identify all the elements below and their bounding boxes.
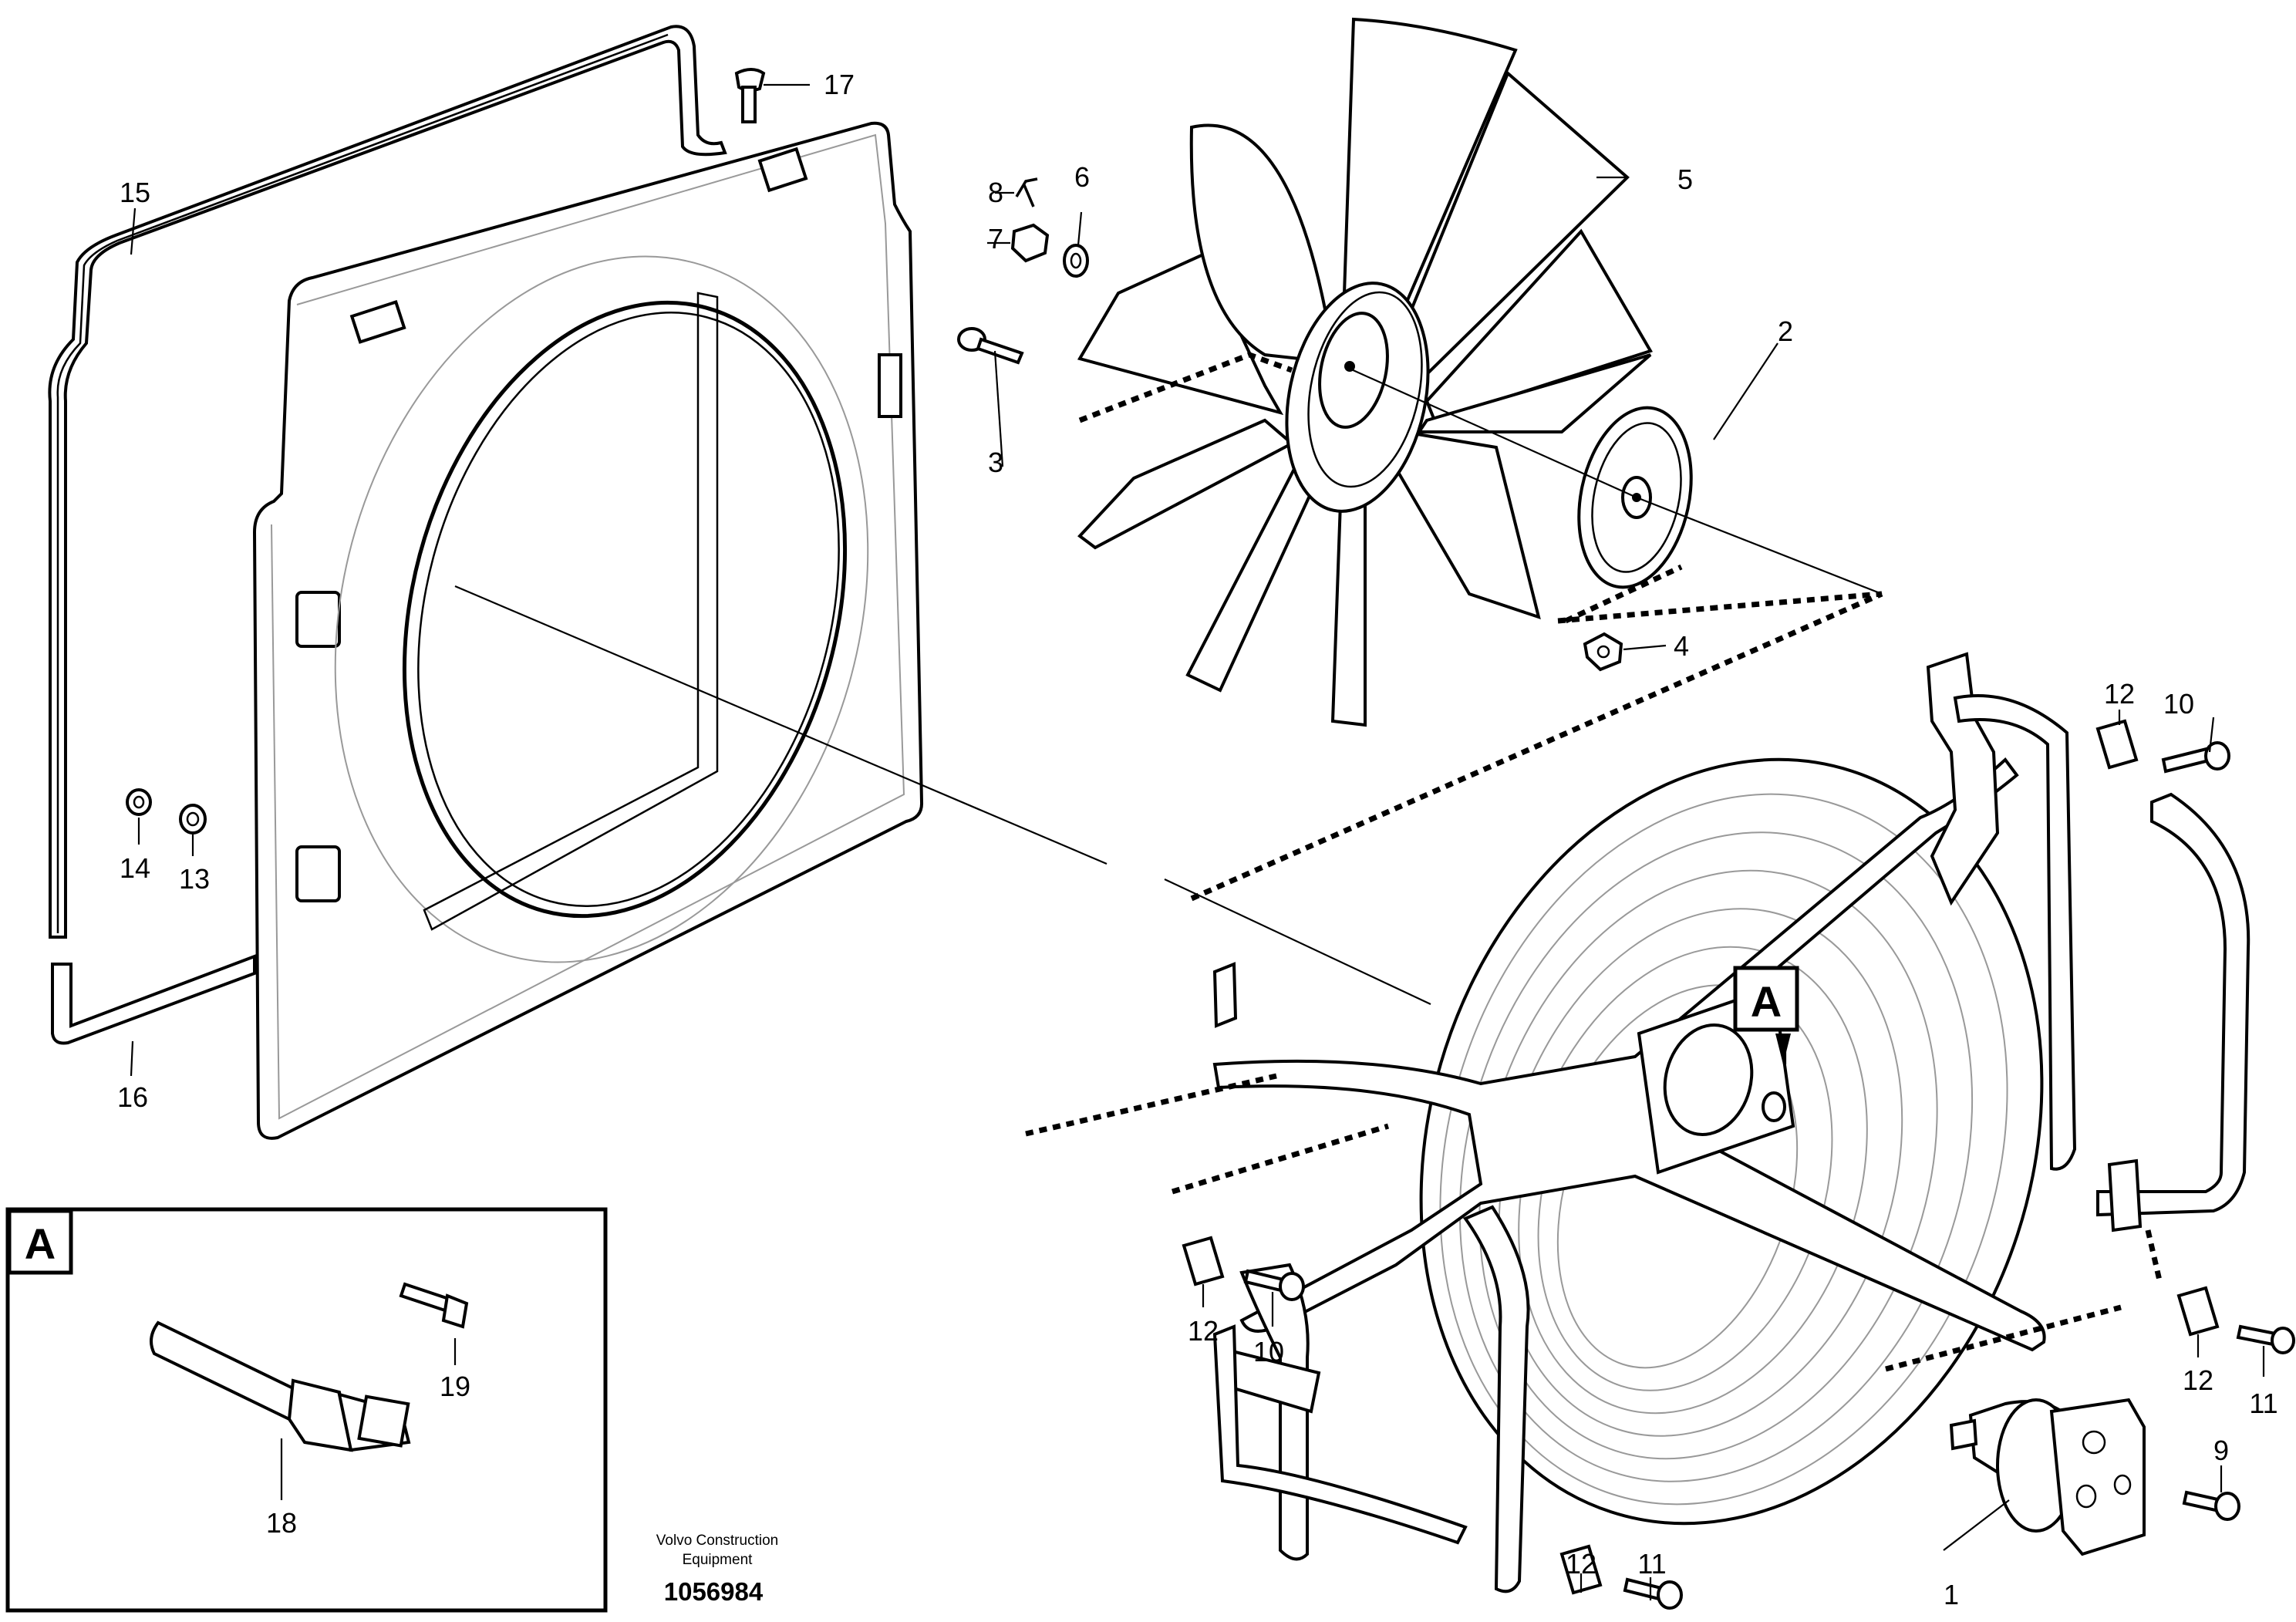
bolt-11-right — [2236, 1324, 2295, 1354]
document-number: 1056984 — [664, 1577, 764, 1606]
seal-strip-15 — [48, 25, 727, 939]
bolt-3 — [957, 327, 1024, 365]
fan-motor-1 — [1949, 1398, 2146, 1556]
fan-shroud — [252, 121, 924, 1140]
label-part-4: 4 — [1674, 630, 1689, 662]
label-part-7: 7 — [988, 223, 1003, 255]
pin-8 — [1015, 177, 1038, 207]
label-part-15: 15 — [120, 177, 150, 208]
detail-letter: A — [25, 1219, 56, 1268]
label-part-8: 8 — [988, 177, 1003, 208]
label-part-9: 9 — [2213, 1435, 2229, 1466]
callout-letter: A — [1751, 977, 1782, 1026]
washer-6 — [1063, 244, 1089, 278]
label-part-18: 18 — [266, 1507, 297, 1539]
callout-box-a: A — [1733, 966, 1799, 1064]
nut-4 — [1583, 632, 1623, 672]
credit-line-1: Volvo Construction — [656, 1533, 778, 1549]
label-part-1: 1 — [1944, 1579, 1959, 1610]
label-part-6: 6 — [1074, 161, 1090, 193]
bolt-19 — [399, 1282, 469, 1329]
washer-14 — [126, 788, 152, 816]
label-part-12-upper: 12 — [2104, 678, 2135, 710]
label-part-16: 16 — [117, 1081, 148, 1113]
label-part-10-left: 10 — [1253, 1336, 1284, 1367]
temperature-sensor-18 — [150, 1320, 411, 1452]
label-part-3: 3 — [988, 447, 1003, 478]
label-part-11-right: 11 — [2249, 1388, 2277, 1419]
label-part-13: 13 — [179, 863, 210, 895]
label-part-17: 17 — [824, 69, 855, 100]
label-part-14: 14 — [120, 852, 150, 884]
spacer-12-left — [1182, 1236, 1225, 1286]
credit-line-2: Equipment — [683, 1552, 754, 1568]
label-part-12-left: 12 — [1188, 1315, 1219, 1347]
label-part-19: 19 — [440, 1371, 470, 1402]
bolt-11-bottom — [1623, 1577, 1683, 1610]
label-part-11-bottom: 11 — [1637, 1548, 1666, 1580]
seal-strip-16 — [51, 954, 256, 1045]
label-part-12-bottom: 12 — [1566, 1548, 1596, 1580]
label-part-12-right: 12 — [2183, 1364, 2213, 1396]
bolt-10-left — [1243, 1269, 1305, 1301]
bolt-9 — [2182, 1490, 2240, 1521]
spacer-12-upper — [2095, 719, 2139, 770]
label-part-10-upper: 10 — [2163, 688, 2194, 720]
washer-13 — [179, 804, 207, 835]
label-part-2: 2 — [1778, 315, 1793, 347]
spacer-12-right — [2176, 1286, 2220, 1337]
guard-tab-left — [1212, 962, 1238, 1028]
spacer-12-bottom — [1559, 1544, 1603, 1595]
nut-7 — [1010, 223, 1050, 263]
bolt-10-upper — [2161, 741, 2230, 774]
fan-impeller-5 — [1077, 17, 1653, 727]
bolt-17 — [734, 68, 766, 123]
detail-view-a: A — [5, 1207, 608, 1613]
label-part-5: 5 — [1677, 164, 1693, 195]
